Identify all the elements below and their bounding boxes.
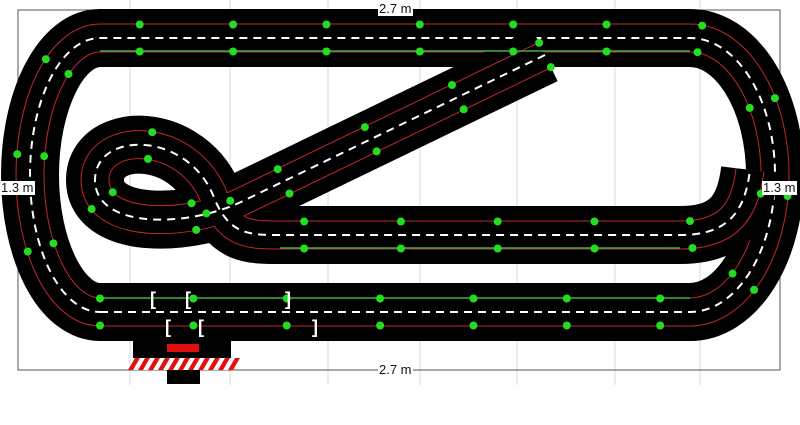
lane-marker-dot (135, 20, 144, 29)
lane-marker-dot (300, 244, 309, 253)
lane-marker-dot (728, 269, 737, 278)
lane-marker-dot (546, 63, 555, 72)
lane-marker-dot (40, 152, 49, 161)
lane-marker-dot (509, 47, 518, 56)
grid-bracket: ] (285, 289, 291, 309)
lane-marker-dot (693, 48, 702, 57)
lane-marker-dot (23, 247, 32, 256)
lane-marker-dot (87, 205, 96, 214)
lane-marker-dot (322, 47, 331, 56)
grid-bracket: [ (198, 317, 204, 337)
finish-stripe (178, 358, 190, 370)
lane-marker-dot (273, 165, 282, 174)
bottom-width-label: 2.7 m (378, 362, 413, 377)
lane-line (15, 23, 790, 327)
lane-marker-dot (360, 123, 369, 132)
lane-marker-dot (96, 294, 104, 303)
lane-marker-dot (376, 294, 385, 303)
lane-marker-dot (493, 217, 502, 226)
lane-marker-dot (493, 244, 502, 253)
grid-bracket: [ (150, 289, 156, 309)
grid-bracket: [ (165, 317, 171, 337)
lane-marker-dot (187, 199, 196, 208)
lane-marker-dot (745, 103, 754, 112)
lane-marker-dot (49, 239, 58, 248)
lane-marker-dot (656, 321, 665, 330)
lane-marker-dot (322, 20, 331, 29)
center-dash-line (29, 37, 776, 313)
finish-stripe (158, 358, 170, 370)
grid-bracket: ] (312, 317, 318, 337)
lane-gap (16, 24, 789, 326)
lane-marker-dot (13, 150, 22, 159)
lane-marker-dot (415, 20, 424, 29)
lane-marker-dot (192, 225, 201, 234)
lane-marker-dot (96, 321, 104, 330)
lane-marker-dot (376, 321, 385, 330)
lane-marker-dot (64, 69, 73, 78)
lane-marker-dot (686, 217, 695, 226)
finish-stripe (148, 358, 160, 370)
finish-stripe (208, 358, 220, 370)
lane-marker-dot (590, 244, 599, 253)
lane-marker-dot (750, 285, 759, 294)
lane-marker-dot (285, 189, 294, 198)
lane-marker-dot (447, 80, 456, 89)
finish-stripe (228, 358, 240, 370)
lane-marker-dot (459, 105, 468, 114)
lane-marker-dot (698, 21, 707, 30)
lane-marker-dot (415, 47, 424, 56)
lane-marker-dot (135, 47, 144, 56)
finish-stripe (128, 358, 140, 370)
lane-marker-dot (469, 294, 478, 303)
lane-marker-dot (396, 217, 405, 226)
lane-marker-dot (688, 243, 697, 252)
finish-stripe (138, 358, 150, 370)
top-width-label: 2.7 m (378, 1, 413, 16)
lane-marker-dot (656, 294, 665, 303)
lane-markers (13, 20, 792, 330)
lane-marker-dot (770, 94, 779, 103)
lane-marker-dot (189, 321, 198, 330)
lane-marker-dot (535, 38, 544, 47)
finish-stripe (198, 358, 210, 370)
lane-marker-dot (282, 321, 291, 330)
center-dash-line (94, 54, 751, 236)
lane-marker-dot (602, 47, 611, 56)
lane-marker-dot (590, 217, 599, 226)
lane-marker-dot (41, 55, 50, 64)
lane-marker-dot (602, 20, 611, 29)
right-height-label: 1.3 m (762, 180, 797, 195)
finish-stripe (168, 358, 180, 370)
lane-marker-dot (229, 20, 238, 29)
grid-bracket: [ (185, 289, 191, 309)
finish-stripe (188, 358, 200, 370)
lane-marker-dot (202, 209, 211, 218)
left-height-label: 1.3 m (0, 180, 35, 195)
track-surface (1, 9, 800, 341)
finish-stripe (218, 358, 230, 370)
lane-marker-dot (282, 294, 291, 303)
lane-marker-dot (469, 321, 478, 330)
lane-marker-dot (189, 294, 198, 303)
start-light (167, 344, 199, 352)
lane-marker-dot (108, 188, 117, 197)
lane-marker-dot (229, 47, 238, 56)
lane-marker-dot (562, 321, 571, 330)
lane-marker-dot (143, 154, 152, 163)
lane-marker-dot (148, 128, 157, 137)
lane-marker-dot (226, 196, 235, 205)
lane-marker-dot (509, 20, 518, 29)
lane-marker-dot (300, 217, 309, 226)
start-finish (128, 330, 240, 384)
lane-marker-dot (562, 294, 571, 303)
lane-marker-dot (372, 147, 381, 156)
lane-marker-dot (396, 244, 405, 253)
